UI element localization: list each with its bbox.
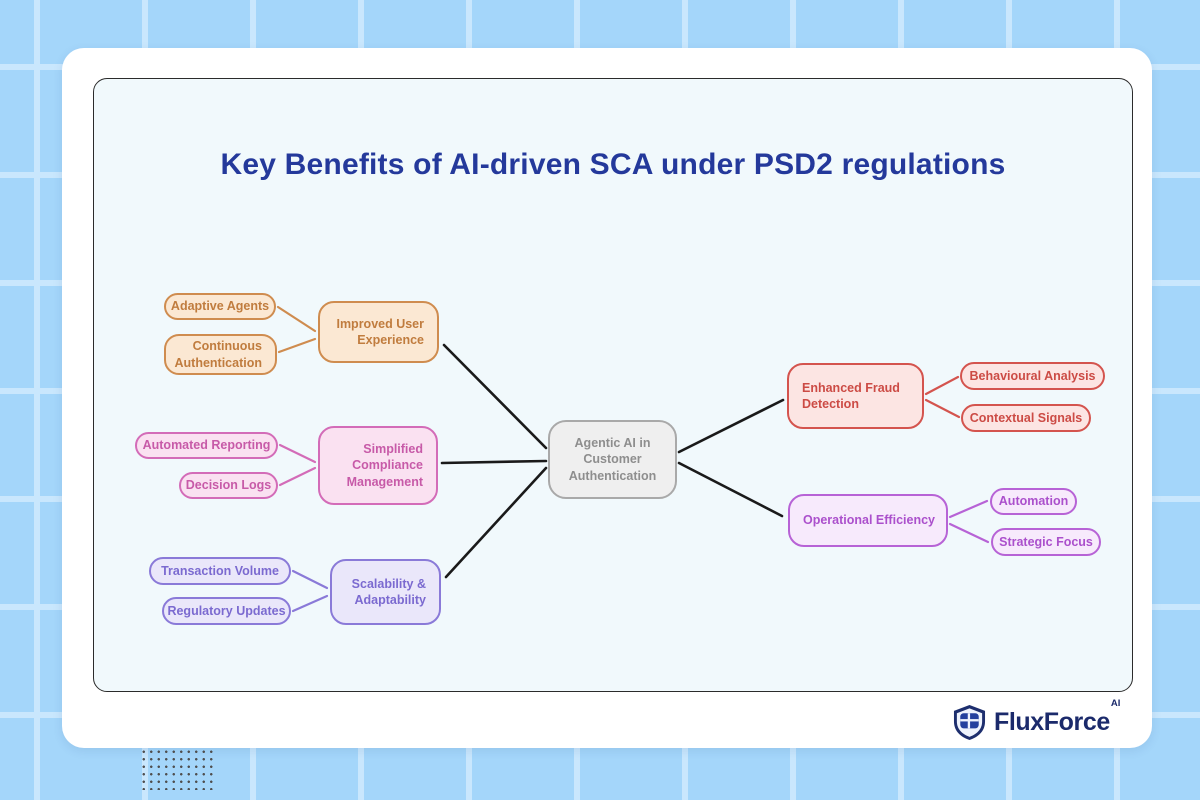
diagram-panel bbox=[93, 78, 1133, 692]
dot-grid-decoration bbox=[140, 748, 214, 790]
node-improved-user-experience: Improved User Experience bbox=[318, 301, 439, 363]
node-contextual-signals: Contextual Signals bbox=[961, 404, 1091, 432]
node-scalability-adaptability: Scalability & Adaptability bbox=[330, 559, 441, 625]
node-simplified-compliance-management: Simplified Compliance Management bbox=[318, 426, 438, 505]
brand-suffix: AI bbox=[1110, 697, 1121, 709]
node-transaction-volume: Transaction Volume bbox=[149, 557, 291, 585]
brand-logo: FluxForceAI bbox=[953, 698, 1120, 742]
node-operational-efficiency: Operational Efficiency bbox=[788, 494, 948, 547]
node-central-agentic-ai: Agentic AI in Customer Authentication bbox=[548, 420, 677, 499]
brand-name-text: FluxForce bbox=[994, 707, 1110, 736]
node-automated-reporting: Automated Reporting bbox=[135, 432, 278, 459]
brand-name: FluxForceAI bbox=[994, 698, 1120, 737]
node-adaptive-agents: Adaptive Agents bbox=[164, 293, 276, 320]
shield-icon bbox=[953, 704, 986, 740]
node-regulatory-updates: Regulatory Updates bbox=[162, 597, 291, 625]
node-decision-logs: Decision Logs bbox=[179, 472, 278, 499]
node-behavioural-analysis: Behavioural Analysis bbox=[960, 362, 1105, 390]
node-continuous-authentication: Continuous Authentication bbox=[164, 334, 277, 375]
page-title: Key Benefits of AI-driven SCA under PSD2… bbox=[220, 148, 1006, 181]
node-automation: Automation bbox=[990, 488, 1077, 515]
node-strategic-focus: Strategic Focus bbox=[991, 528, 1101, 556]
node-enhanced-fraud-detection: Enhanced Fraud Detection bbox=[787, 363, 924, 429]
